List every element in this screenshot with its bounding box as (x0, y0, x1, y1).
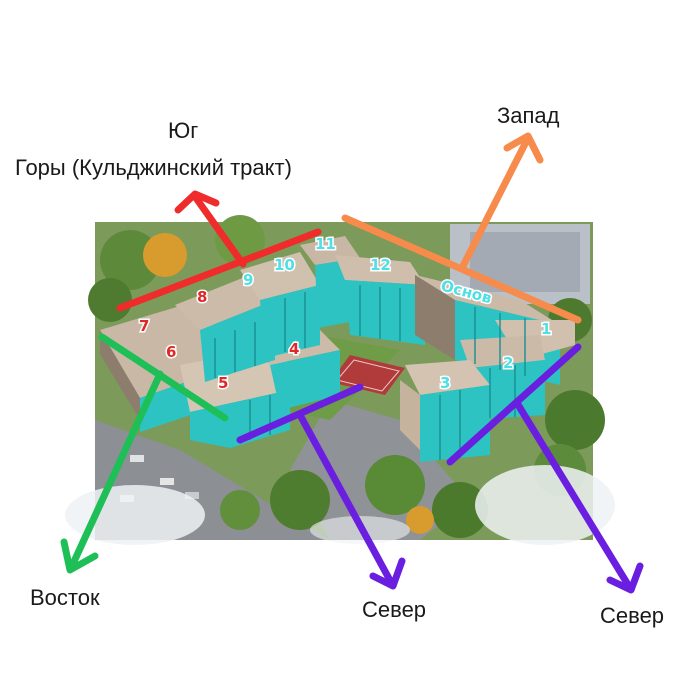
north-arrow-shaft-1 (296, 411, 396, 588)
west-arrow-head (503, 132, 544, 164)
building-label-3: 3 (440, 374, 450, 392)
building-label-2: 2 (503, 354, 513, 372)
east-line (98, 333, 229, 422)
south-arrow-head (174, 190, 220, 214)
north-arrow-head-2 (606, 562, 644, 594)
south-label: Юг (168, 118, 199, 143)
building-label-11: 11 (315, 235, 336, 253)
east-arrow-head (60, 538, 99, 574)
north-arrow-shaft-2 (513, 399, 634, 592)
north-label-1: Север (362, 597, 427, 622)
building-label-12: 12 (370, 256, 391, 274)
building-label-10: 10 (274, 256, 295, 274)
north-label-2: Север (600, 603, 665, 628)
building-label-6: 6 (166, 343, 176, 361)
building-label-4: 4 (289, 340, 299, 358)
south-arrow-shaft (192, 194, 247, 268)
building-label-7: 7 (139, 317, 149, 335)
east-arrow-shaft (68, 370, 164, 570)
building-label-5: 5 (218, 374, 228, 392)
west-label: Запад (497, 103, 560, 128)
south-sublabel: Горы (Кульджинский тракт) (15, 155, 292, 180)
building-label-9: 9 (243, 271, 253, 289)
buildings (100, 236, 575, 462)
building-label-1: 1 (541, 320, 551, 338)
north-arrow-head-1 (369, 557, 406, 590)
west-arrow-shaft (458, 136, 531, 272)
direction-arrows (60, 132, 644, 594)
building-label-8: 8 (197, 288, 207, 306)
south-line (116, 228, 322, 312)
east-label: Восток (30, 585, 100, 610)
